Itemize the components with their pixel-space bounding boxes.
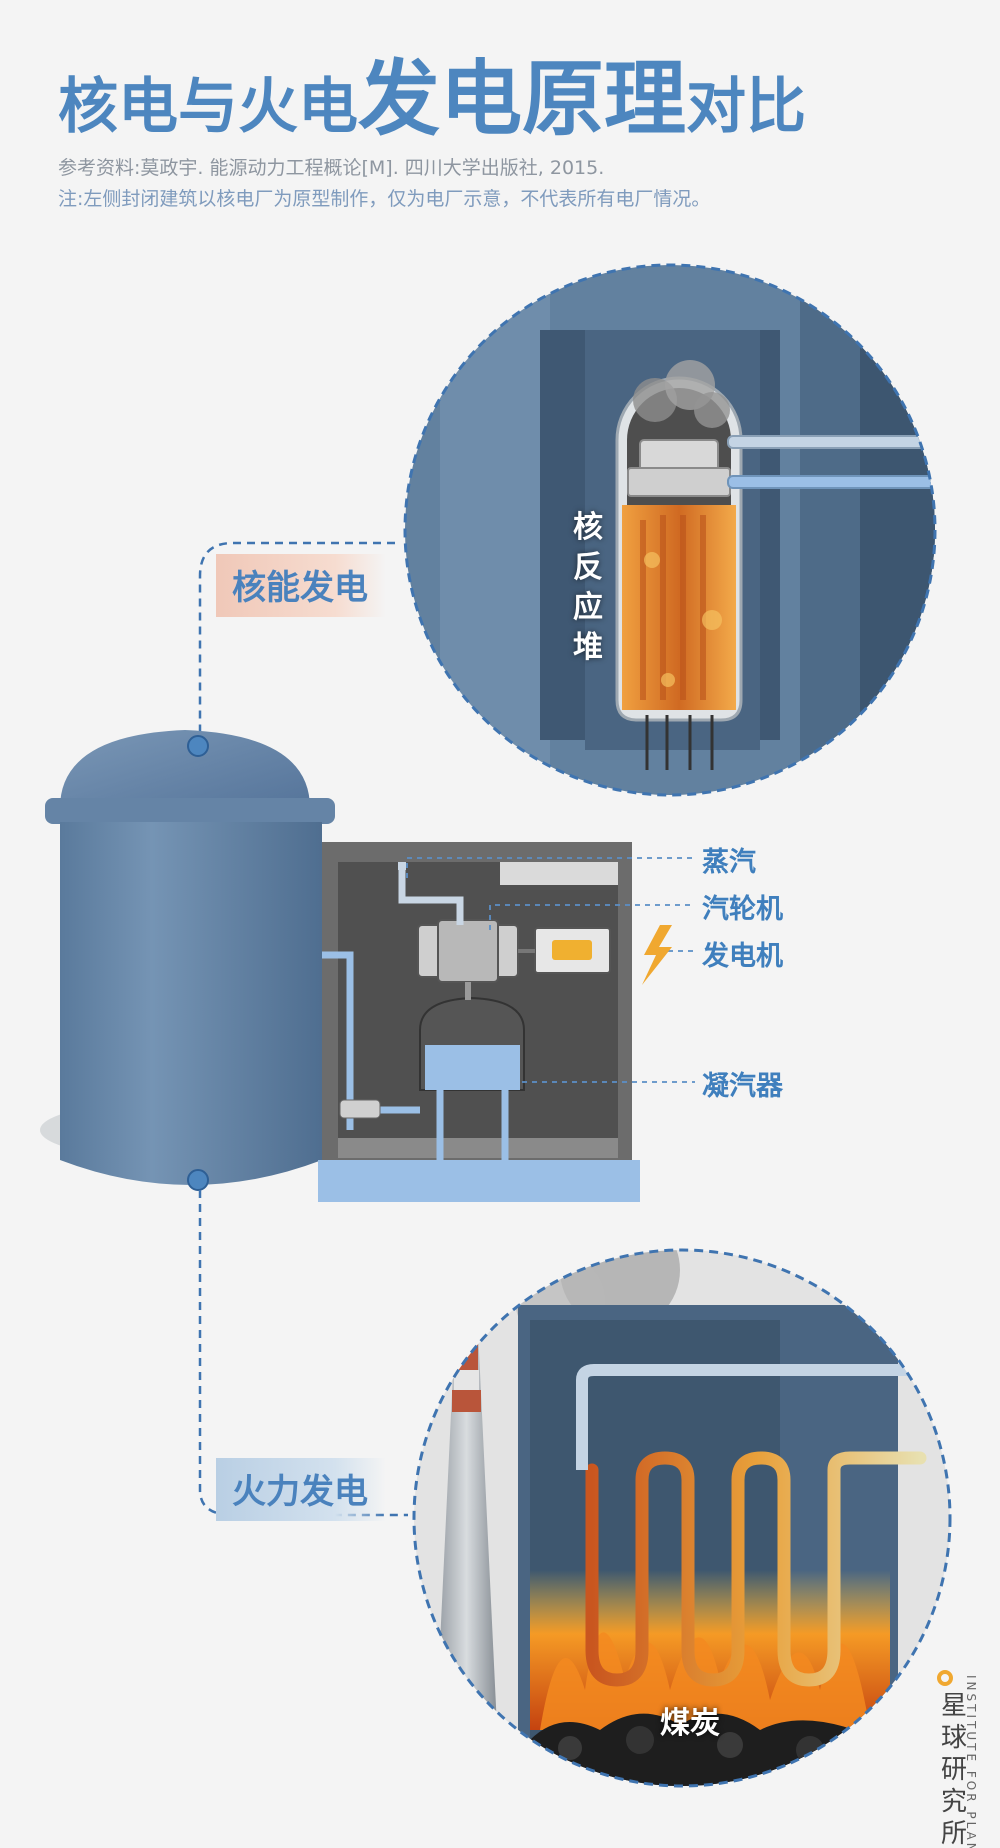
lightning-bolt-icon — [642, 925, 672, 985]
reactor-char: 反 — [573, 550, 603, 585]
title-part-3: 对比 — [686, 72, 807, 142]
logo-char: 星 — [940, 1691, 967, 1721]
label-steam: 蒸汽 — [702, 847, 756, 878]
logo-char: 研 — [940, 1755, 967, 1785]
nuclear-connector-line — [198, 541, 395, 746]
title-part-1: 核电与火电 — [58, 72, 358, 142]
connector-dot-top — [187, 735, 209, 757]
callout-nuclear-power: 核能发电 — [216, 554, 386, 617]
reactor-char: 核 — [573, 510, 603, 545]
nuclear-detail-border — [403, 263, 937, 797]
logo-char: 球 — [940, 1723, 967, 1753]
reference-text: 参考资料:莫政宇. 能源动力工程概论[M]. 四川大学出版社, 2015. — [58, 157, 605, 179]
nuclear-detail-circle — [405, 265, 935, 795]
note-text: 注:左侧封闭建筑以核电厂为原型制作，仅为电厂示意，不代表所有电厂情况。 — [58, 188, 711, 210]
logo-name: 星 球 研 究 所 — [938, 1690, 970, 1848]
logo-english: INSTITUTE FOR PLANETS — [964, 1675, 978, 1848]
planet-ring-icon — [937, 1670, 953, 1686]
reactor-char: 应 — [573, 590, 603, 625]
label-condenser: 凝汽器 — [702, 1071, 783, 1102]
label-generator: 发电机 — [702, 941, 783, 972]
label-turbine: 汽轮机 — [702, 894, 783, 925]
thermal-detail-circle — [414, 1250, 950, 1786]
nuclear-plant-building — [40, 730, 695, 1202]
label-coal: 煤炭 — [660, 1706, 720, 1741]
reactor-char: 堆 — [573, 630, 603, 665]
connector-dot-bottom — [187, 1169, 209, 1191]
callout-thermal-power: 火力发电 — [216, 1458, 386, 1521]
title-part-2: 发电原理 — [358, 51, 687, 147]
logo-char: 所 — [940, 1819, 967, 1848]
logo-char: 究 — [940, 1787, 967, 1817]
label-reactor: 核 反 应 堆 — [568, 508, 608, 668]
page-title: 核电与火电发电原理对比 — [58, 58, 806, 140]
thermal-connector-line — [198, 1190, 408, 1517]
thermal-detail-border — [412, 1248, 952, 1788]
